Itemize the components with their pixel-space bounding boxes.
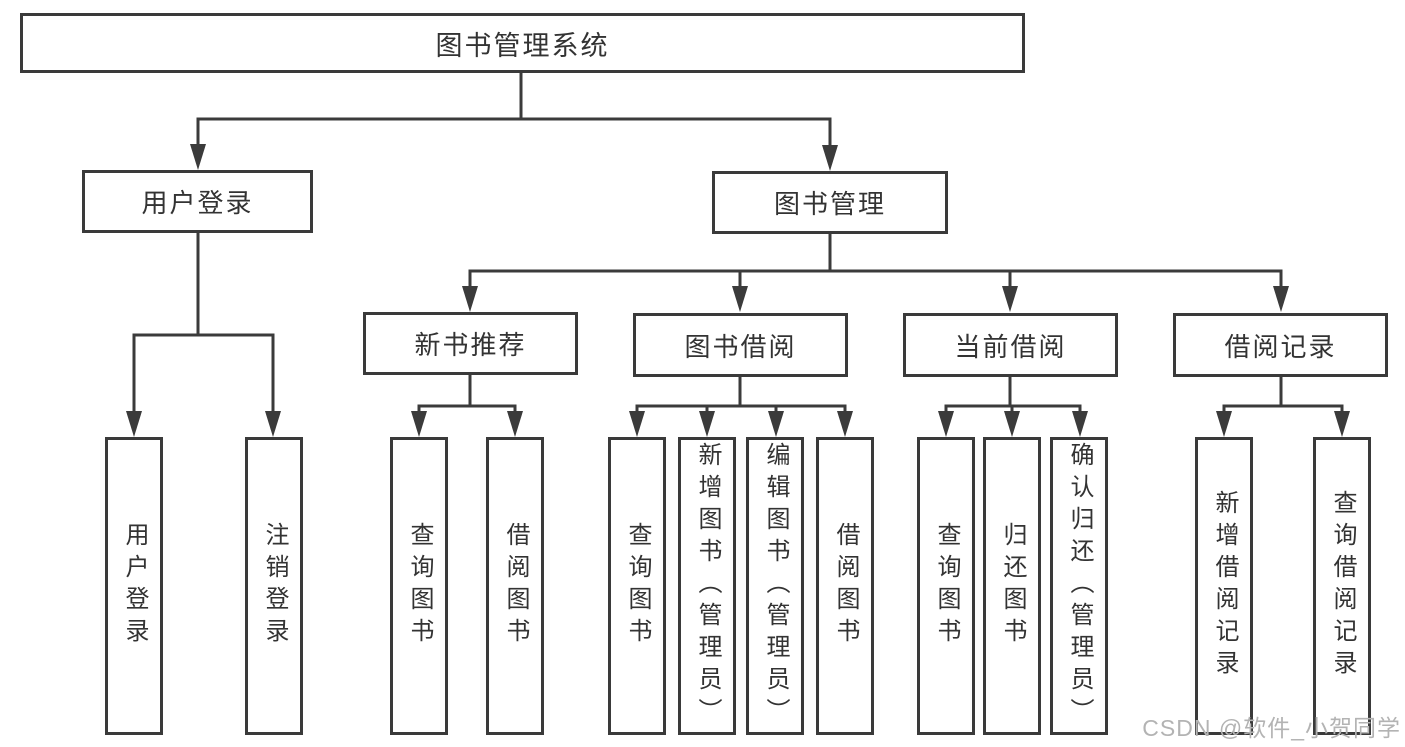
- node-current-borrow: 当前借阅: [903, 313, 1118, 377]
- leaf-return-book: 归还图书: [983, 437, 1041, 735]
- leaf-add-borrow-record: 新增借阅记录: [1195, 437, 1253, 735]
- leaf-confirm-return-admin: 确认归还（管理员）: [1050, 437, 1108, 735]
- leaf-query-borrow-record: 查询借阅记录: [1313, 437, 1371, 735]
- leaf-query-book-current: 查询图书: [917, 437, 975, 735]
- node-book-borrow: 图书借阅: [633, 313, 848, 377]
- node-borrow-records: 借阅记录: [1173, 313, 1388, 377]
- leaf-edit-book-admin: 编辑图书（管理员）: [746, 437, 804, 735]
- node-new-book-recommend: 新书推荐: [363, 312, 578, 375]
- leaf-borrow-book: 借阅图书: [816, 437, 874, 735]
- leaf-query-book-borrow: 查询图书: [608, 437, 666, 735]
- leaf-add-book-admin: 新增图书（管理员）: [678, 437, 736, 735]
- csdn-watermark: CSDN @软件_小贺同学: [1142, 715, 1401, 741]
- node-user-login-branch: 用户登录: [82, 170, 313, 233]
- leaf-user-login: 用户登录: [105, 437, 163, 735]
- leaf-logout: 注销登录: [245, 437, 303, 735]
- node-book-management-branch: 图书管理: [712, 171, 948, 234]
- leaf-borrow-book-recommend: 借阅图书: [486, 437, 544, 735]
- leaf-query-book-recommend: 查询图书: [390, 437, 448, 735]
- node-root-system: 图书管理系统: [20, 13, 1025, 73]
